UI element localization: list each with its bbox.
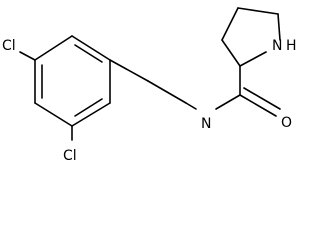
bond-ring-double-1 bbox=[74, 44, 103, 63]
bond-pyr-5 bbox=[221, 39, 241, 67]
bond-carbonyl-o-1 bbox=[239, 94, 277, 117]
chemical-structure: Cl Cl N N H O bbox=[2, 7, 297, 164]
bond-n-carbonyl bbox=[215, 94, 241, 110]
atom-carbonyl-o: O bbox=[281, 115, 292, 131]
bond-ethyl-1 bbox=[109, 59, 149, 82]
atom-ring-h: H bbox=[286, 38, 297, 54]
bond-pyr-4 bbox=[221, 7, 239, 41]
bond-ring-3 bbox=[71, 102, 111, 127]
atom-amide-n: N bbox=[201, 116, 211, 132]
atom-cl-top: Cl bbox=[2, 38, 16, 54]
atom-ring-n: N bbox=[272, 38, 282, 54]
bond-ring-1 bbox=[71, 35, 111, 61]
bond-pyr-3 bbox=[237, 7, 279, 15]
bond-carbonyl-o-2 bbox=[243, 87, 281, 110]
bond-pyr-1 bbox=[239, 51, 267, 67]
bond-cl-top bbox=[19, 51, 36, 61]
bond-pyr-2 bbox=[277, 13, 281, 41]
bond-ethyl-2 bbox=[147, 80, 187, 104]
atom-cl-bottom: Cl bbox=[63, 148, 77, 164]
bond-ring-double-2 bbox=[74, 98, 103, 117]
bond-ethyl-n bbox=[185, 102, 197, 110]
pyrrolidine-ring bbox=[221, 7, 281, 67]
bond-ring-4 bbox=[34, 102, 73, 127]
benzene-ring bbox=[34, 35, 111, 127]
bond-ring-6 bbox=[34, 35, 73, 61]
